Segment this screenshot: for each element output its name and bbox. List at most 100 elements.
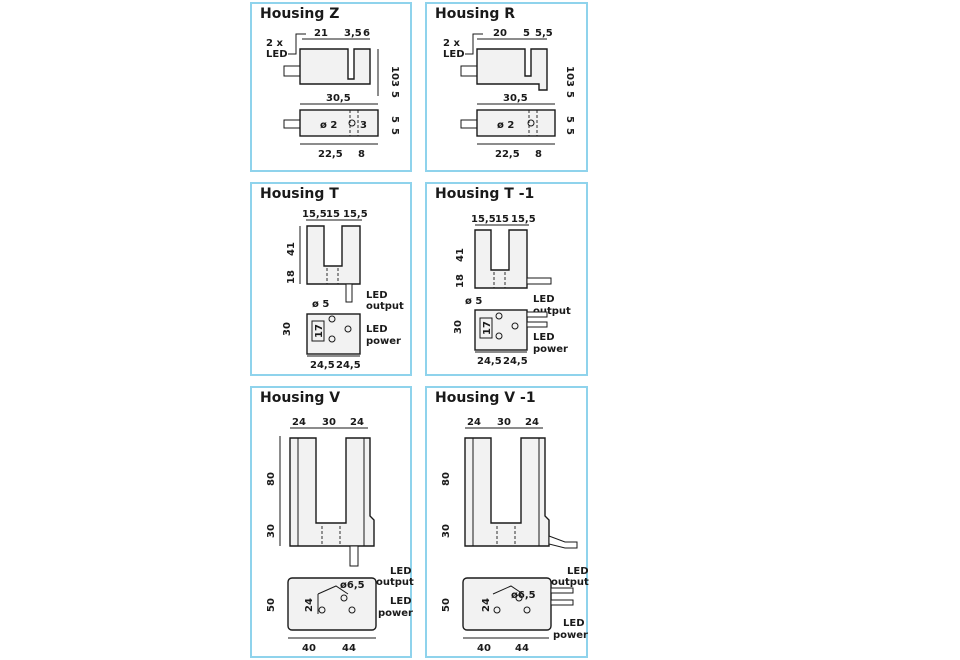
cable [526, 277, 552, 285]
dim-24-a: 24 [467, 417, 481, 428]
cable [283, 65, 301, 77]
dim-8: 8 [358, 149, 365, 160]
led-output-label: LED [533, 294, 555, 305]
housing-t-drawing: 15,5 15 15,5 41 18 ø 5 LED output 17 30 … [282, 209, 404, 371]
hole-diameter: ø6,5 [340, 580, 365, 591]
led-leader [288, 33, 306, 55]
dim-3: 3 [389, 80, 400, 87]
led-label: LED [266, 49, 288, 60]
dim-side-5a: 5 [389, 116, 400, 123]
panel-housing-t1: Housing T -1 15,5 15 15,5 41 18 ø 5 LED … [425, 182, 588, 376]
dim-15: 15 [326, 209, 340, 220]
hole-diameter: ø 2 [320, 120, 337, 131]
cable [345, 283, 353, 303]
led-output-label: LED [366, 290, 388, 301]
led-count-label: 2 x [266, 38, 283, 49]
dim-side-5b: 5 [564, 128, 575, 135]
housing-z-drawing: 2 x LED 21 3,5 6 10 3 5 30,5 ø 2 3 5 5 2… [266, 28, 400, 160]
dim-15: 15 [495, 214, 509, 225]
dim-side-5a: 5 [564, 116, 575, 123]
led-count-label: 2 x [443, 38, 460, 49]
dim-24-5-a: 24,5 [310, 360, 335, 371]
housing-body-top [299, 109, 379, 137]
dim-6: 6 [363, 28, 370, 39]
dim-15-5-a: 15,5 [471, 214, 496, 225]
led-power-label: LED [390, 596, 412, 607]
dim-30-5: 30,5 [326, 93, 351, 104]
housing-v1-drawing: 24 30 24 80 30 LED output ø6,5 24 50 LED… [441, 417, 589, 654]
dim-50: 50 [441, 598, 452, 612]
led-leader [465, 33, 483, 55]
housing-body-front [289, 437, 375, 547]
housing-body-front [306, 225, 361, 285]
dim-5-b: 5 [564, 91, 575, 98]
cable [460, 65, 478, 77]
dim-22-5: 22,5 [495, 149, 520, 160]
cable [349, 545, 359, 567]
led-power-label: LED [533, 332, 555, 343]
panel-title: Housing T -1 [435, 186, 535, 202]
dim-30: 30 [453, 320, 464, 334]
panel-title: Housing V [260, 390, 341, 406]
panel-housing-r: Housing R 2 x LED 20 5 5,5 10 3 5 30,5 ø… [425, 2, 588, 172]
led-power-label: LED [366, 324, 388, 335]
led-output-sublabel: output [366, 301, 404, 312]
dim-5-5: 5,5 [535, 28, 553, 39]
dim-15-5-b: 15,5 [343, 209, 368, 220]
housing-v-drawing: 24 30 24 80 30 LED output ø6,5 24 50 LED… [266, 417, 414, 654]
panel-housing-v: Housing V 24 30 24 80 30 LED output ø6,5… [250, 386, 414, 658]
dim-30: 30 [497, 417, 511, 428]
hole-diameter: ø 5 [312, 299, 329, 310]
dim-30: 30 [282, 322, 293, 336]
housing-body-top [476, 109, 556, 137]
panel-title: Housing R [435, 6, 516, 22]
dim-30-vertical: 30 [266, 524, 277, 538]
id-label: 17 [314, 324, 325, 338]
hole-diameter: ø6,5 [511, 590, 536, 601]
led-hole [344, 325, 352, 333]
dim-24-inner: 24 [481, 598, 492, 612]
dim-10: 10 [389, 66, 400, 80]
dim-5: 5 [389, 91, 400, 98]
panel-housing-v1: Housing V -1 24 30 24 80 30 LED output ø… [425, 386, 589, 658]
dim-44: 44 [342, 643, 356, 654]
hole-diameter: ø 5 [465, 296, 482, 307]
dim-24-b: 24 [350, 417, 364, 428]
dim-18: 18 [286, 270, 297, 284]
dim-30-5: 30,5 [503, 93, 528, 104]
housing-body-side [299, 48, 371, 85]
dim-41: 41 [286, 242, 297, 256]
dim-15-5-b: 15,5 [511, 214, 536, 225]
housing-body-top [462, 577, 552, 631]
dim-40: 40 [302, 643, 316, 654]
led-power-sublabel: power [553, 630, 588, 641]
housing-t1-drawing: 15,5 15 15,5 41 18 ø 5 LED output 17 30 … [453, 214, 571, 367]
dim-3: 3 [564, 80, 575, 87]
housing-body-side [476, 48, 548, 91]
dim-41: 41 [455, 248, 466, 262]
dim-30: 30 [322, 417, 336, 428]
dim-80: 80 [441, 472, 452, 486]
mount-hole [348, 119, 356, 127]
dim-30-vertical: 30 [441, 524, 452, 538]
dim-24-b: 24 [525, 417, 539, 428]
dim-3-5: 3,5 [344, 28, 362, 39]
led-hole [348, 606, 356, 614]
dim-50: 50 [266, 598, 277, 612]
dim-24-5-b: 24,5 [336, 360, 361, 371]
housing-body-front [464, 437, 550, 547]
led-power-sublabel: power [366, 336, 401, 347]
panel-title: Housing Z [260, 6, 340, 22]
dim-24-a: 24 [292, 417, 306, 428]
dim-22-5: 22,5 [318, 149, 343, 160]
panel-housing-z: Housing Z 2 x LED 21 3,5 6 10 3 5 30,5 ø… [250, 2, 412, 172]
hole-offset: 3 [360, 120, 367, 131]
led-output-sublabel: output [376, 577, 414, 588]
led-hole [511, 322, 519, 330]
dim-10: 10 [564, 66, 575, 80]
dim-18: 18 [455, 274, 466, 288]
led-power-label: LED [563, 618, 585, 629]
dim-side-5b: 5 [389, 128, 400, 135]
dim-20: 20 [493, 28, 507, 39]
housing-body-top [474, 309, 528, 351]
